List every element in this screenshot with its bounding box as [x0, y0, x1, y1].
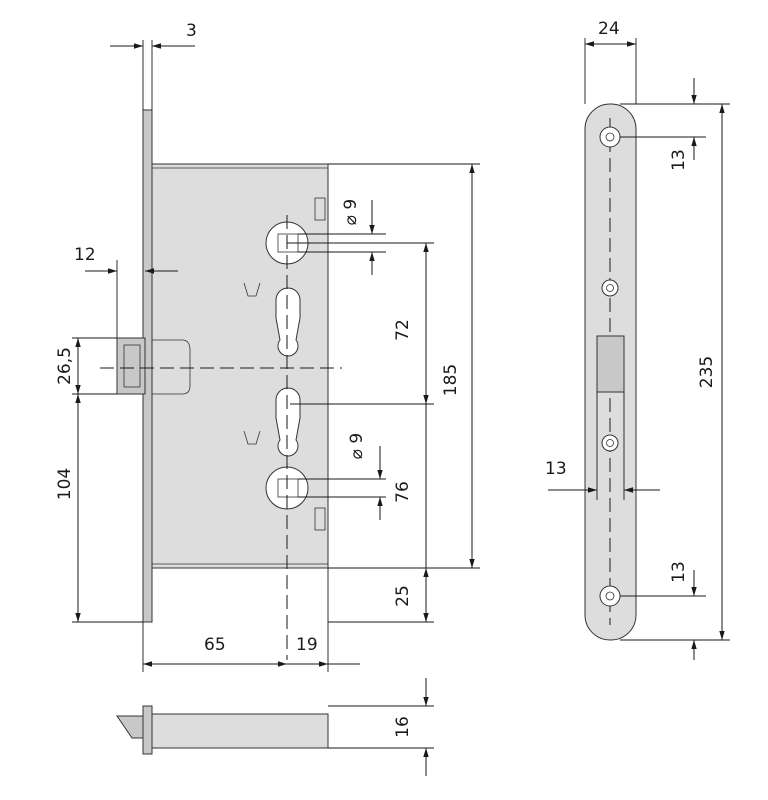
cylinder-cutout-lower — [275, 387, 301, 457]
screw-hole-middle — [601, 279, 619, 297]
bolt-slot — [596, 335, 625, 393]
screw-hole-bottom — [599, 585, 621, 607]
dim-plate-bolt: 13 — [545, 459, 567, 479]
dim-backset: 65 — [204, 635, 226, 655]
side-view-dimensions: 24 13 235 13 13 — [545, 19, 730, 660]
lock-case — [151, 163, 329, 569]
dim-plate-screw-top: 13 — [669, 149, 689, 171]
bottom-latch — [116, 715, 144, 739]
dim-spindle-square-top: ⌀ 9 — [341, 199, 361, 225]
dim-faceplate-thickness: 3 — [186, 21, 197, 41]
dim-latch-height: 26,5 — [55, 347, 75, 385]
bottom-case — [151, 713, 329, 749]
dim-lower-offset: 19 — [296, 635, 318, 655]
dim-plate-width: 24 — [598, 19, 620, 39]
dim-bottom-thickness: 16 — [393, 716, 413, 738]
dim-handle-to-cylinder: 72 — [393, 319, 413, 341]
dim-latch-to-bottom: 104 — [55, 468, 75, 500]
dim-cylinder-to-spindle: 76 — [393, 481, 413, 503]
dim-plate-screw-bottom: 13 — [669, 561, 689, 583]
screw-hole-top — [599, 126, 621, 148]
dim-case-to-plate-bottom: 25 — [393, 585, 413, 607]
dim-bolt-projection: 12 — [74, 245, 96, 265]
latch-bolt — [116, 337, 146, 395]
dim-spindle-square-bottom: ⌀ 9 — [347, 433, 367, 459]
cylinder-cutout-upper — [275, 287, 301, 357]
dim-case-height: 185 — [441, 364, 461, 396]
bottom-faceplate — [142, 705, 153, 755]
front-view-dimensions: 3 12 26,5 104 65 19 ⌀ 9 ⌀ 9 76 — [55, 21, 480, 672]
dim-plate-height: 235 — [697, 356, 717, 388]
screw-hole-lower — [601, 434, 619, 452]
lock-body-front-view — [100, 109, 342, 660]
faceplate-side-view — [584, 103, 637, 641]
lock-bottom-view: 16 — [116, 678, 434, 776]
